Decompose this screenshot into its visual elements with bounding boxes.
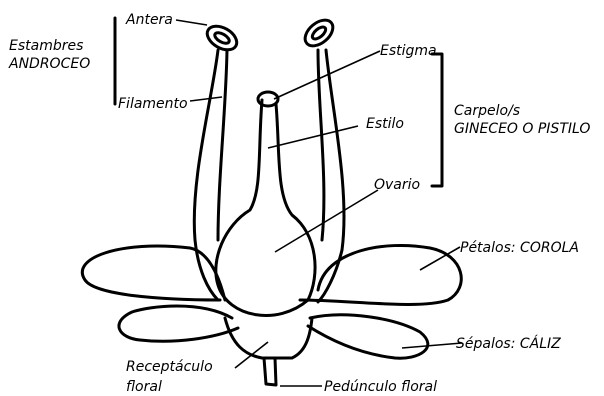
leader-filamento (190, 97, 222, 101)
label-petalos: Pétalos: COROLA (460, 240, 579, 256)
label-gineceo: GINECEO O PISTILO (454, 121, 590, 137)
leader-sepalos (402, 343, 462, 348)
leader-estilo (268, 126, 358, 148)
label-pedunculo: Pedúnculo floral (324, 379, 437, 395)
leader-ovario (275, 190, 378, 252)
right-sepal (308, 315, 428, 358)
label-antera: Antera (125, 12, 173, 28)
label-androceo: ANDROCEO (8, 56, 90, 72)
label-sepalos: Sépalos: CÁLIZ (456, 335, 561, 352)
label-receptaculo-line2: floral (126, 379, 162, 395)
label-estigma: Estigma (380, 43, 437, 59)
peduncle (264, 358, 276, 385)
label-carpelos: Carpelo/s (454, 103, 520, 119)
right-anther (300, 15, 337, 51)
label-filamento: Filamento (118, 96, 188, 112)
label-estilo: Estilo (366, 116, 404, 132)
label-ovario: Ovario (374, 177, 420, 193)
left-sepal (119, 306, 238, 341)
gineceo-bracket (432, 54, 442, 186)
pistil (216, 100, 315, 315)
receptacle (225, 318, 312, 358)
label-estambres: Estambres (9, 38, 83, 54)
label-receptaculo-line1: Receptáculo (126, 359, 213, 375)
leader-antera (176, 20, 207, 25)
left-anther (203, 21, 241, 54)
